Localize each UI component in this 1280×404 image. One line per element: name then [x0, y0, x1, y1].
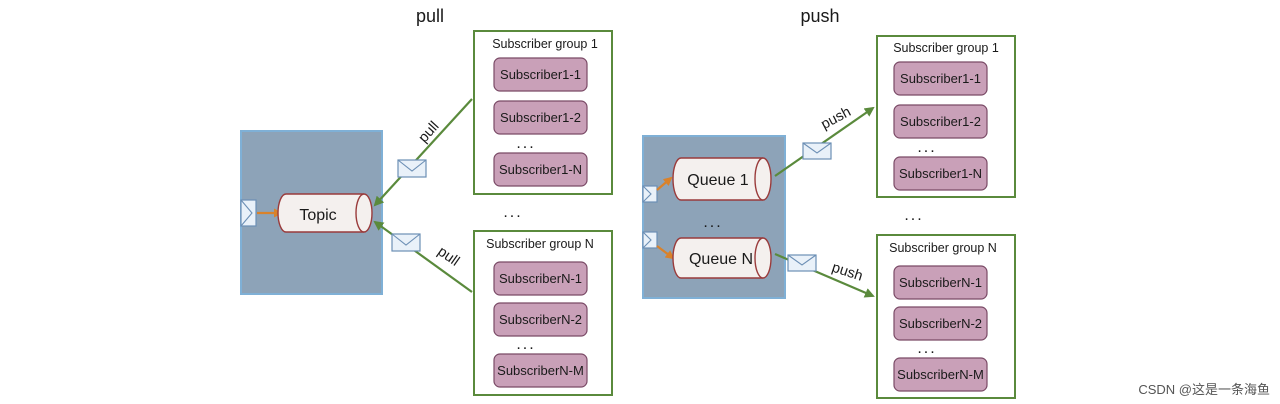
- group-title: Subscriber group N: [889, 241, 997, 255]
- subscriber-box: [893, 265, 988, 300]
- topic-label: Topic: [299, 207, 336, 224]
- push-arrow-top: [774, 106, 875, 177]
- queue-1-cylinder: [672, 157, 772, 201]
- subscriber-label: SubscriberN-2: [499, 312, 582, 327]
- pull-arrow-top: [373, 98, 473, 207]
- envelope-icon: [787, 254, 817, 272]
- subscriber-label: Subscriber1-N: [899, 166, 982, 181]
- watermark-text: CSDN @这是一条海鱼: [1138, 382, 1270, 397]
- heading-pull: pull: [416, 6, 444, 26]
- subscriber-box: [493, 261, 588, 296]
- subscriber-box: [893, 104, 988, 139]
- incoming-envelope-icon: [642, 185, 658, 203]
- pull-arrow-bottom: [373, 220, 473, 293]
- subscriber-label: Subscriber1-N: [499, 162, 582, 177]
- queue-n-cylinder: [672, 237, 772, 279]
- group-title: Subscriber group N: [486, 237, 594, 251]
- subscriber-box: [493, 100, 588, 135]
- subscriber-label: SubscriberN-1: [899, 275, 982, 290]
- subscriber-box: [893, 156, 988, 191]
- incoming-envelope-icon: [240, 199, 257, 227]
- subscriber-label: Subscriber1-2: [500, 110, 581, 125]
- envelope-icon: [802, 142, 832, 160]
- group-title: Subscriber group 1: [492, 37, 598, 51]
- envelope-icon: [397, 159, 427, 178]
- subscriber-box: [893, 357, 988, 392]
- group-title: Subscriber group 1: [893, 41, 999, 55]
- subscriber-label: SubscriberN-M: [497, 363, 584, 378]
- subscriber-box: [893, 61, 988, 96]
- heading-push: push: [800, 6, 839, 26]
- subscriber-label: SubscriberN-1: [499, 271, 582, 286]
- subscriber-label: Subscriber1-2: [900, 114, 981, 129]
- subscriber-label: Subscriber1-1: [500, 67, 581, 82]
- subscriber-label: SubscriberN-M: [897, 367, 984, 382]
- pull-label-top: pull: [416, 119, 443, 146]
- subscriber-label: Subscriber1-1: [900, 71, 981, 86]
- incoming-envelope-icon: [642, 231, 658, 249]
- pull-label-bottom: pull: [434, 244, 462, 270]
- ellipsis: ...: [516, 135, 535, 152]
- ellipsis: ...: [516, 336, 535, 353]
- between-groups-ellipsis: ...: [503, 204, 522, 221]
- ellipsis: ...: [917, 139, 936, 156]
- queue-n-label: Queue N: [689, 251, 753, 268]
- subscriber-box: [493, 302, 588, 337]
- subscriber-box: [493, 57, 588, 92]
- push-label-top: push: [818, 104, 853, 133]
- queue-1-label: Queue 1: [687, 172, 748, 189]
- subscriber-box: [493, 152, 588, 187]
- envelope-icon: [391, 233, 421, 252]
- incoming-arrow: [656, 176, 673, 191]
- topic-cylinder: [277, 193, 373, 233]
- incoming-arrow: [656, 245, 675, 260]
- ellipsis: ...: [917, 340, 936, 357]
- subscriber-box: [893, 306, 988, 341]
- between-groups-ellipsis: ...: [904, 207, 923, 224]
- subscriber-label: SubscriberN-2: [899, 316, 982, 331]
- subscriber-box: [493, 353, 588, 388]
- queue-ellipsis: ...: [703, 214, 722, 231]
